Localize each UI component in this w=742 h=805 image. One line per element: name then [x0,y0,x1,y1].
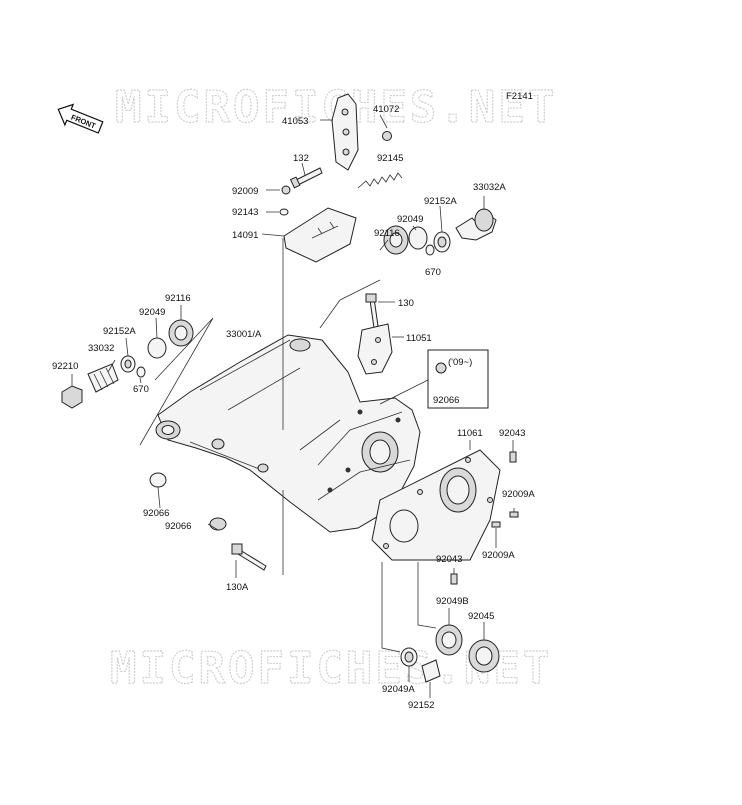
label-92116-right: 92116 [374,228,400,239]
variant-box: ('09~) [379,349,489,409]
seal-92066-b [209,517,227,531]
label-11061: 11061 [457,428,483,439]
label-92049A: 92049A [382,684,415,695]
bracket-41053 [320,93,392,171]
label-41053: 41053 [282,116,308,127]
label-92009A-a: 92009A [502,489,535,500]
label-14091: 14091 [232,230,258,241]
label-130A: 130A [226,582,249,593]
label-92152A-left: 92152A [103,326,136,337]
label-92043-b: 92043 [436,554,462,565]
label-92066-b: 92066 [165,521,191,532]
label-92009: 92009 [232,186,258,197]
screw-92009A-b [491,521,501,528]
label-92152: 92152 [408,700,434,711]
right-shaft-parts [379,196,497,256]
left-shaft-parts [61,305,194,409]
swingarm-housing [155,334,421,533]
label-132: 132 [293,153,309,164]
figure-code: F2141 [506,91,533,102]
variant-note: ('09~) [448,357,472,368]
label-33032A: 33032A [473,182,506,193]
label-130: 130 [398,298,414,309]
bottom-bearings [381,562,500,698]
label-11051: 11051 [406,333,432,344]
label-33001A: 33001/A [226,329,262,340]
label-92049B: 92049B [436,596,469,607]
right-group-bracket [319,279,381,329]
label-92066-variant: 92066 [433,395,459,406]
dowel-92043-b [450,573,458,585]
bolt-130A [231,543,267,578]
screw-92009A-a [509,511,519,518]
cover-11061 [371,440,501,561]
label-92116-left: 92116 [165,293,191,304]
label-670-left: 670 [133,384,149,395]
label-92143: 92143 [232,207,258,218]
label-41072: 41072 [373,104,399,115]
screw-92009 [281,185,291,195]
front-arrow-icon: FRONT [57,103,104,134]
label-92049-right: 92049 [397,214,423,225]
label-670-right: 670 [425,267,441,278]
label-92066-a: 92066 [143,508,169,519]
cover-14091 [261,207,357,263]
dowel-92043-a [509,451,517,463]
spring-92145 [357,172,403,189]
label-92152A-right: 92152A [424,196,457,207]
label-92145: 92145 [377,153,403,164]
seal-92066-a [149,472,167,488]
bolt-132 [289,162,323,189]
bolt-130 [365,293,395,329]
bracket-11051 [357,323,404,375]
label-92009A-b: 92009A [482,550,515,561]
label-33032: 33032 [88,343,114,354]
label-92043-a: 92043 [499,428,525,439]
label-92049-left: 92049 [139,307,165,318]
left-group-bracket [139,317,214,446]
label-92045: 92045 [468,611,494,622]
washer-92143 [279,208,289,216]
label-92210: 92210 [52,361,78,372]
